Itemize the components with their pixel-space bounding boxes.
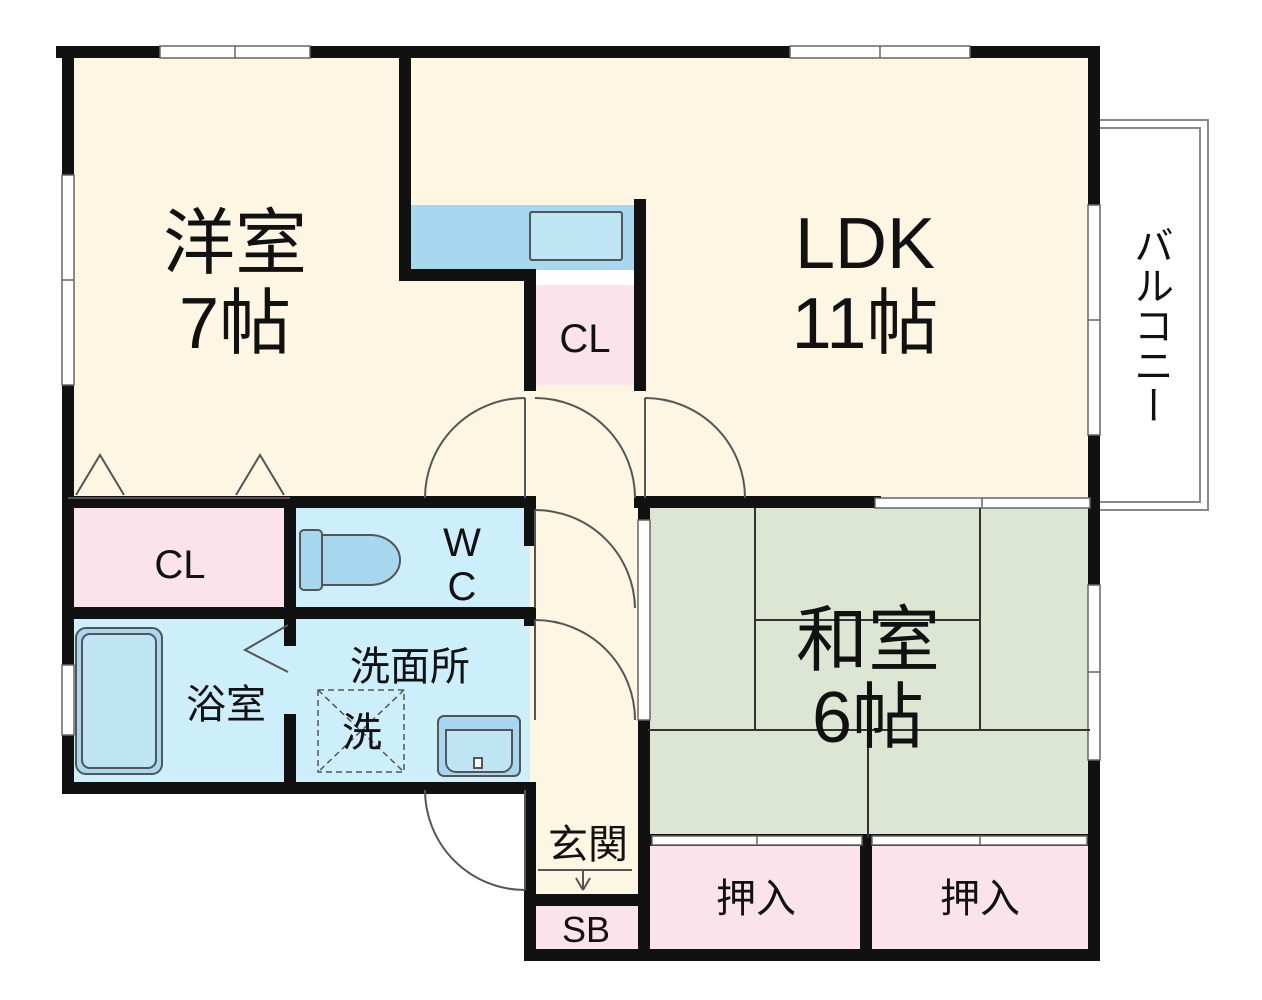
washroom-label: 洗面所 xyxy=(350,645,470,689)
ldk-room-size: 11帖 xyxy=(792,284,939,364)
closet-left-label: CL xyxy=(154,543,205,587)
entrance-label: 玄関 xyxy=(548,823,628,867)
washer-space-icon xyxy=(317,689,405,773)
windows xyxy=(61,45,1101,846)
sliding-door-hall xyxy=(637,519,651,721)
wash-basin-icon xyxy=(437,715,521,777)
window-left-bath xyxy=(61,664,75,736)
labels: 洋室 7帖 LDK 11帖 CL CL W C 浴室 洗面所 洗 和室 6帖 玄… xyxy=(154,204,1172,950)
sb-floor xyxy=(530,905,640,950)
toilet-icon xyxy=(299,529,401,591)
ldk-room-name: LDK xyxy=(795,204,935,284)
closet-top-floor xyxy=(530,285,640,385)
oshiire-left-label: 押入 xyxy=(716,877,796,921)
hallway-floor xyxy=(530,385,640,905)
oshiire-right-label: 押入 xyxy=(940,877,1020,921)
wc-label-w: W xyxy=(443,521,481,565)
oshiire-left-floor xyxy=(648,845,863,950)
western-room-name: 洋室 xyxy=(163,204,307,284)
balcony xyxy=(1090,119,1209,511)
washer-label: 洗 xyxy=(342,711,382,755)
sb-label: SB xyxy=(562,909,610,950)
closet-top-label: CL xyxy=(559,317,610,361)
bath-label: 浴室 xyxy=(186,683,266,727)
tatami-lines xyxy=(648,508,1090,838)
balcony-label: バルコニー xyxy=(1128,225,1172,425)
closet-left-floor xyxy=(68,508,290,613)
western-room-size: 7帖 xyxy=(179,284,291,364)
oshiire-right-floor xyxy=(870,845,1090,950)
japanese-room-name: 和室 xyxy=(796,601,940,681)
door-swings xyxy=(68,397,746,891)
bathtub-icon xyxy=(75,627,163,775)
japanese-room-size: 6帖 xyxy=(812,678,924,758)
sink-bowl xyxy=(529,211,623,261)
ldk-floor xyxy=(405,55,1090,502)
western-room-floor xyxy=(68,55,530,502)
fixtures xyxy=(75,529,521,777)
wc-label-c: C xyxy=(448,565,477,609)
